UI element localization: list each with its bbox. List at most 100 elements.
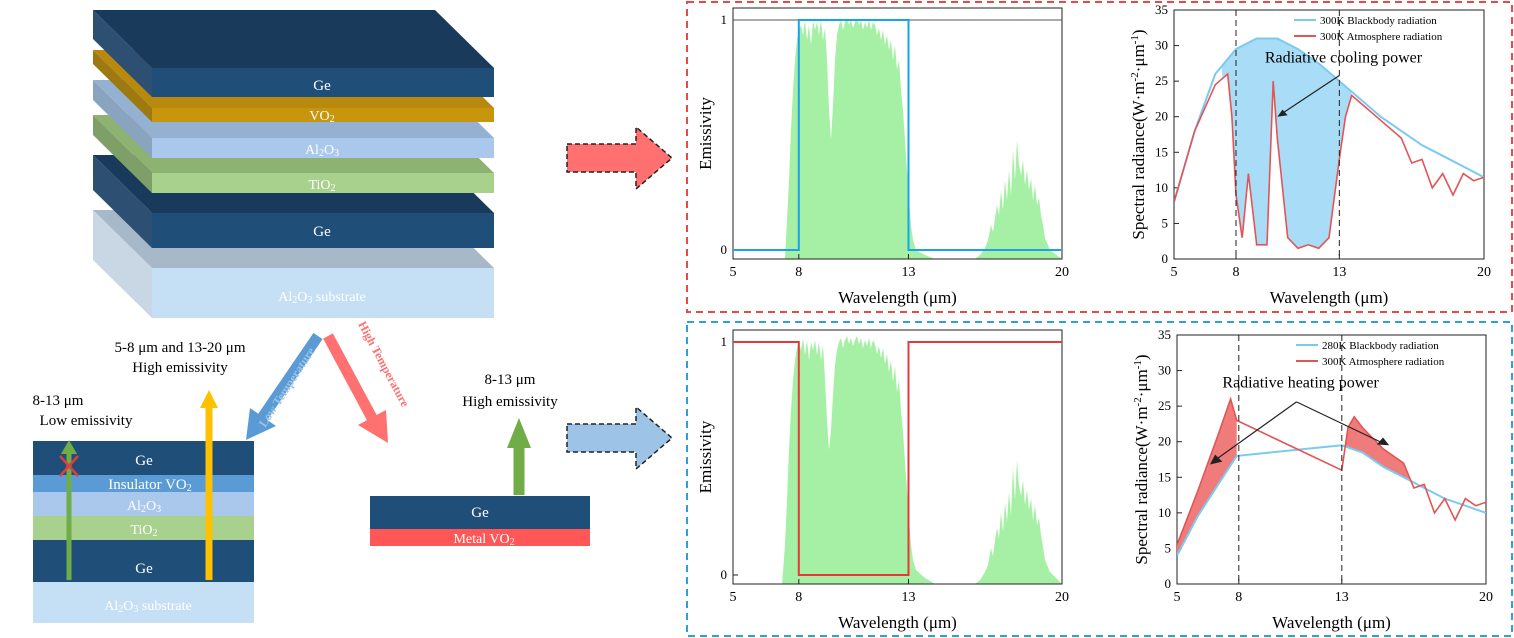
high-metal-vo2	[370, 529, 590, 546]
annotation-arrowhead	[1376, 437, 1390, 446]
heating-power-area	[1341, 416, 1425, 488]
high-annot-line1: 8-13 μm	[485, 372, 536, 388]
bottom-panel-frame	[686, 321, 1513, 637]
annotation-label: Radiative heating power	[1222, 375, 1379, 392]
legend-entry: 300K Atmosphere radiation	[1322, 356, 1445, 368]
y-tick-label: 0	[721, 242, 728, 257]
legend-entry: 300K Blackbody radiation	[1320, 15, 1437, 27]
low-ge-top-label: Ge	[135, 453, 153, 469]
annot-8-13-line1: 8-13 μm	[33, 393, 84, 409]
ge-lower-side	[93, 155, 152, 248]
x-tick-label: 5	[1171, 265, 1178, 280]
atmospheric-transmittance-fill-top	[733, 18, 1062, 259]
y-tick-label: 35	[1158, 327, 1171, 342]
ge-upper-side	[93, 10, 152, 97]
low-al2o3-label: Al2O3	[127, 499, 161, 515]
emissivity-line	[733, 19, 1062, 251]
annot-8-13-line2: Low emissivity	[40, 413, 133, 429]
vo2-label: VO2	[309, 109, 334, 125]
emissivity-line	[733, 341, 1062, 576]
vo2-front	[152, 108, 494, 122]
low-ge-bottom-label: Ge	[135, 561, 153, 577]
y-tick-label: 5	[1162, 215, 1169, 230]
substrate-side	[93, 210, 152, 318]
x-tick-label: 20	[1055, 590, 1069, 605]
heating-power-area	[1177, 399, 1237, 556]
radiance-bottom-frame	[1176, 334, 1487, 585]
annot-5-8-line2: High emissivity	[132, 360, 228, 376]
y-tick-label: 0	[721, 567, 728, 582]
blackbody-line	[1174, 37, 1484, 203]
low-temperature-arrow: Low Temperature	[246, 332, 323, 440]
low-substrate-label: Al2O3 substrate	[104, 599, 191, 615]
top-panel-frame	[686, 1, 1513, 313]
emissivity-chart-top	[733, 18, 1062, 259]
x-tick-label: 13	[901, 590, 915, 605]
x-tick-label: 13	[1332, 265, 1346, 280]
y-axis-label: Spectral radiance(W·m-2·μm-1)	[1129, 29, 1148, 239]
y-tick-label: 15	[1158, 469, 1171, 484]
y-tick-label: 25	[1155, 73, 1168, 88]
y-tick-label: 30	[1155, 38, 1168, 53]
tio2-label: TiO2	[308, 178, 335, 194]
y-tick-label: 0	[1162, 251, 1169, 266]
ge-upper-top	[93, 10, 494, 68]
low-temperature-label: Low Temperature	[256, 344, 318, 429]
y-tick-label: 35	[1155, 2, 1168, 17]
annotation-arrow	[1279, 74, 1340, 116]
y-axis-label: Spectral radiance(W·m-2·μm-1)	[1132, 354, 1151, 564]
vo2-side	[93, 50, 152, 122]
x-tick-label: 8	[795, 590, 802, 605]
high-ge-label: Ge	[471, 505, 489, 521]
blue-arrow-to-bottom-panel	[566, 405, 674, 471]
y-tick-label: 25	[1158, 398, 1171, 413]
low-state-annotations: 5-8 μm and 13-20 μm High emissivity 8-13…	[33, 340, 246, 429]
high-state: 8-13 μm High emissivity Ge Metal VO2	[370, 372, 590, 548]
annot-5-8-line1: 5-8 μm and 13-20 μm	[114, 340, 245, 356]
al2o3-label: Al2O3	[305, 143, 339, 159]
y-axis-label: Emissivity	[696, 420, 715, 493]
annotation-label: Radiative cooling power	[1265, 50, 1423, 67]
radiance-top-frame	[1173, 9, 1485, 260]
annotation-arrow-right	[1296, 401, 1384, 444]
legend-entry: 280K Blackbody radiation	[1322, 340, 1439, 352]
low-vo2-label: Insulator VO2	[108, 477, 191, 494]
legend-entry: 300K Atmosphere radiation	[1320, 31, 1443, 43]
x-tick-label: 20	[1055, 265, 1069, 280]
y-tick-label: 20	[1158, 434, 1171, 449]
x-tick-label: 20	[1477, 265, 1491, 280]
y-tick-label: 30	[1158, 363, 1171, 378]
y-tick-label: 1	[721, 12, 728, 27]
emissivity-chart-bottom	[733, 336, 1062, 584]
blocked-x-icon	[59, 455, 79, 477]
low-state-emission-arrows	[59, 390, 218, 580]
x-tick-label: 5	[1174, 590, 1181, 605]
ge-upper-label: Ge	[313, 78, 331, 94]
low-tio2-label: TiO2	[130, 523, 157, 539]
x-tick-label: 8	[795, 265, 802, 280]
blackbody-line	[1177, 444, 1486, 556]
tio2-side	[93, 115, 152, 193]
y-tick-label: 10	[1158, 505, 1171, 520]
substrate-label: Al2O3 substrate	[278, 290, 365, 306]
emissivity-bottom-frame	[732, 329, 1063, 585]
y-tick-label: 0	[1165, 576, 1172, 591]
x-axis-label: Wavelength (μm)	[838, 288, 957, 307]
y-axis-label: Emissivity	[696, 97, 715, 170]
high-annot-line2: High emissivity	[462, 394, 558, 410]
ge-upper-front	[152, 68, 494, 97]
y-tick-label: 10	[1155, 180, 1168, 195]
x-tick-label: 8	[1233, 265, 1240, 280]
emissivity-top-frame	[732, 7, 1063, 260]
y-tick-label: 15	[1155, 144, 1168, 159]
al2o3-side	[93, 80, 152, 158]
substrate-front	[152, 268, 494, 318]
tio2-front	[152, 173, 494, 193]
cooling-power-area	[1221, 38, 1352, 249]
al2o3-front	[152, 138, 494, 158]
atmospheric-transmittance-fill-bottom	[733, 336, 1062, 584]
